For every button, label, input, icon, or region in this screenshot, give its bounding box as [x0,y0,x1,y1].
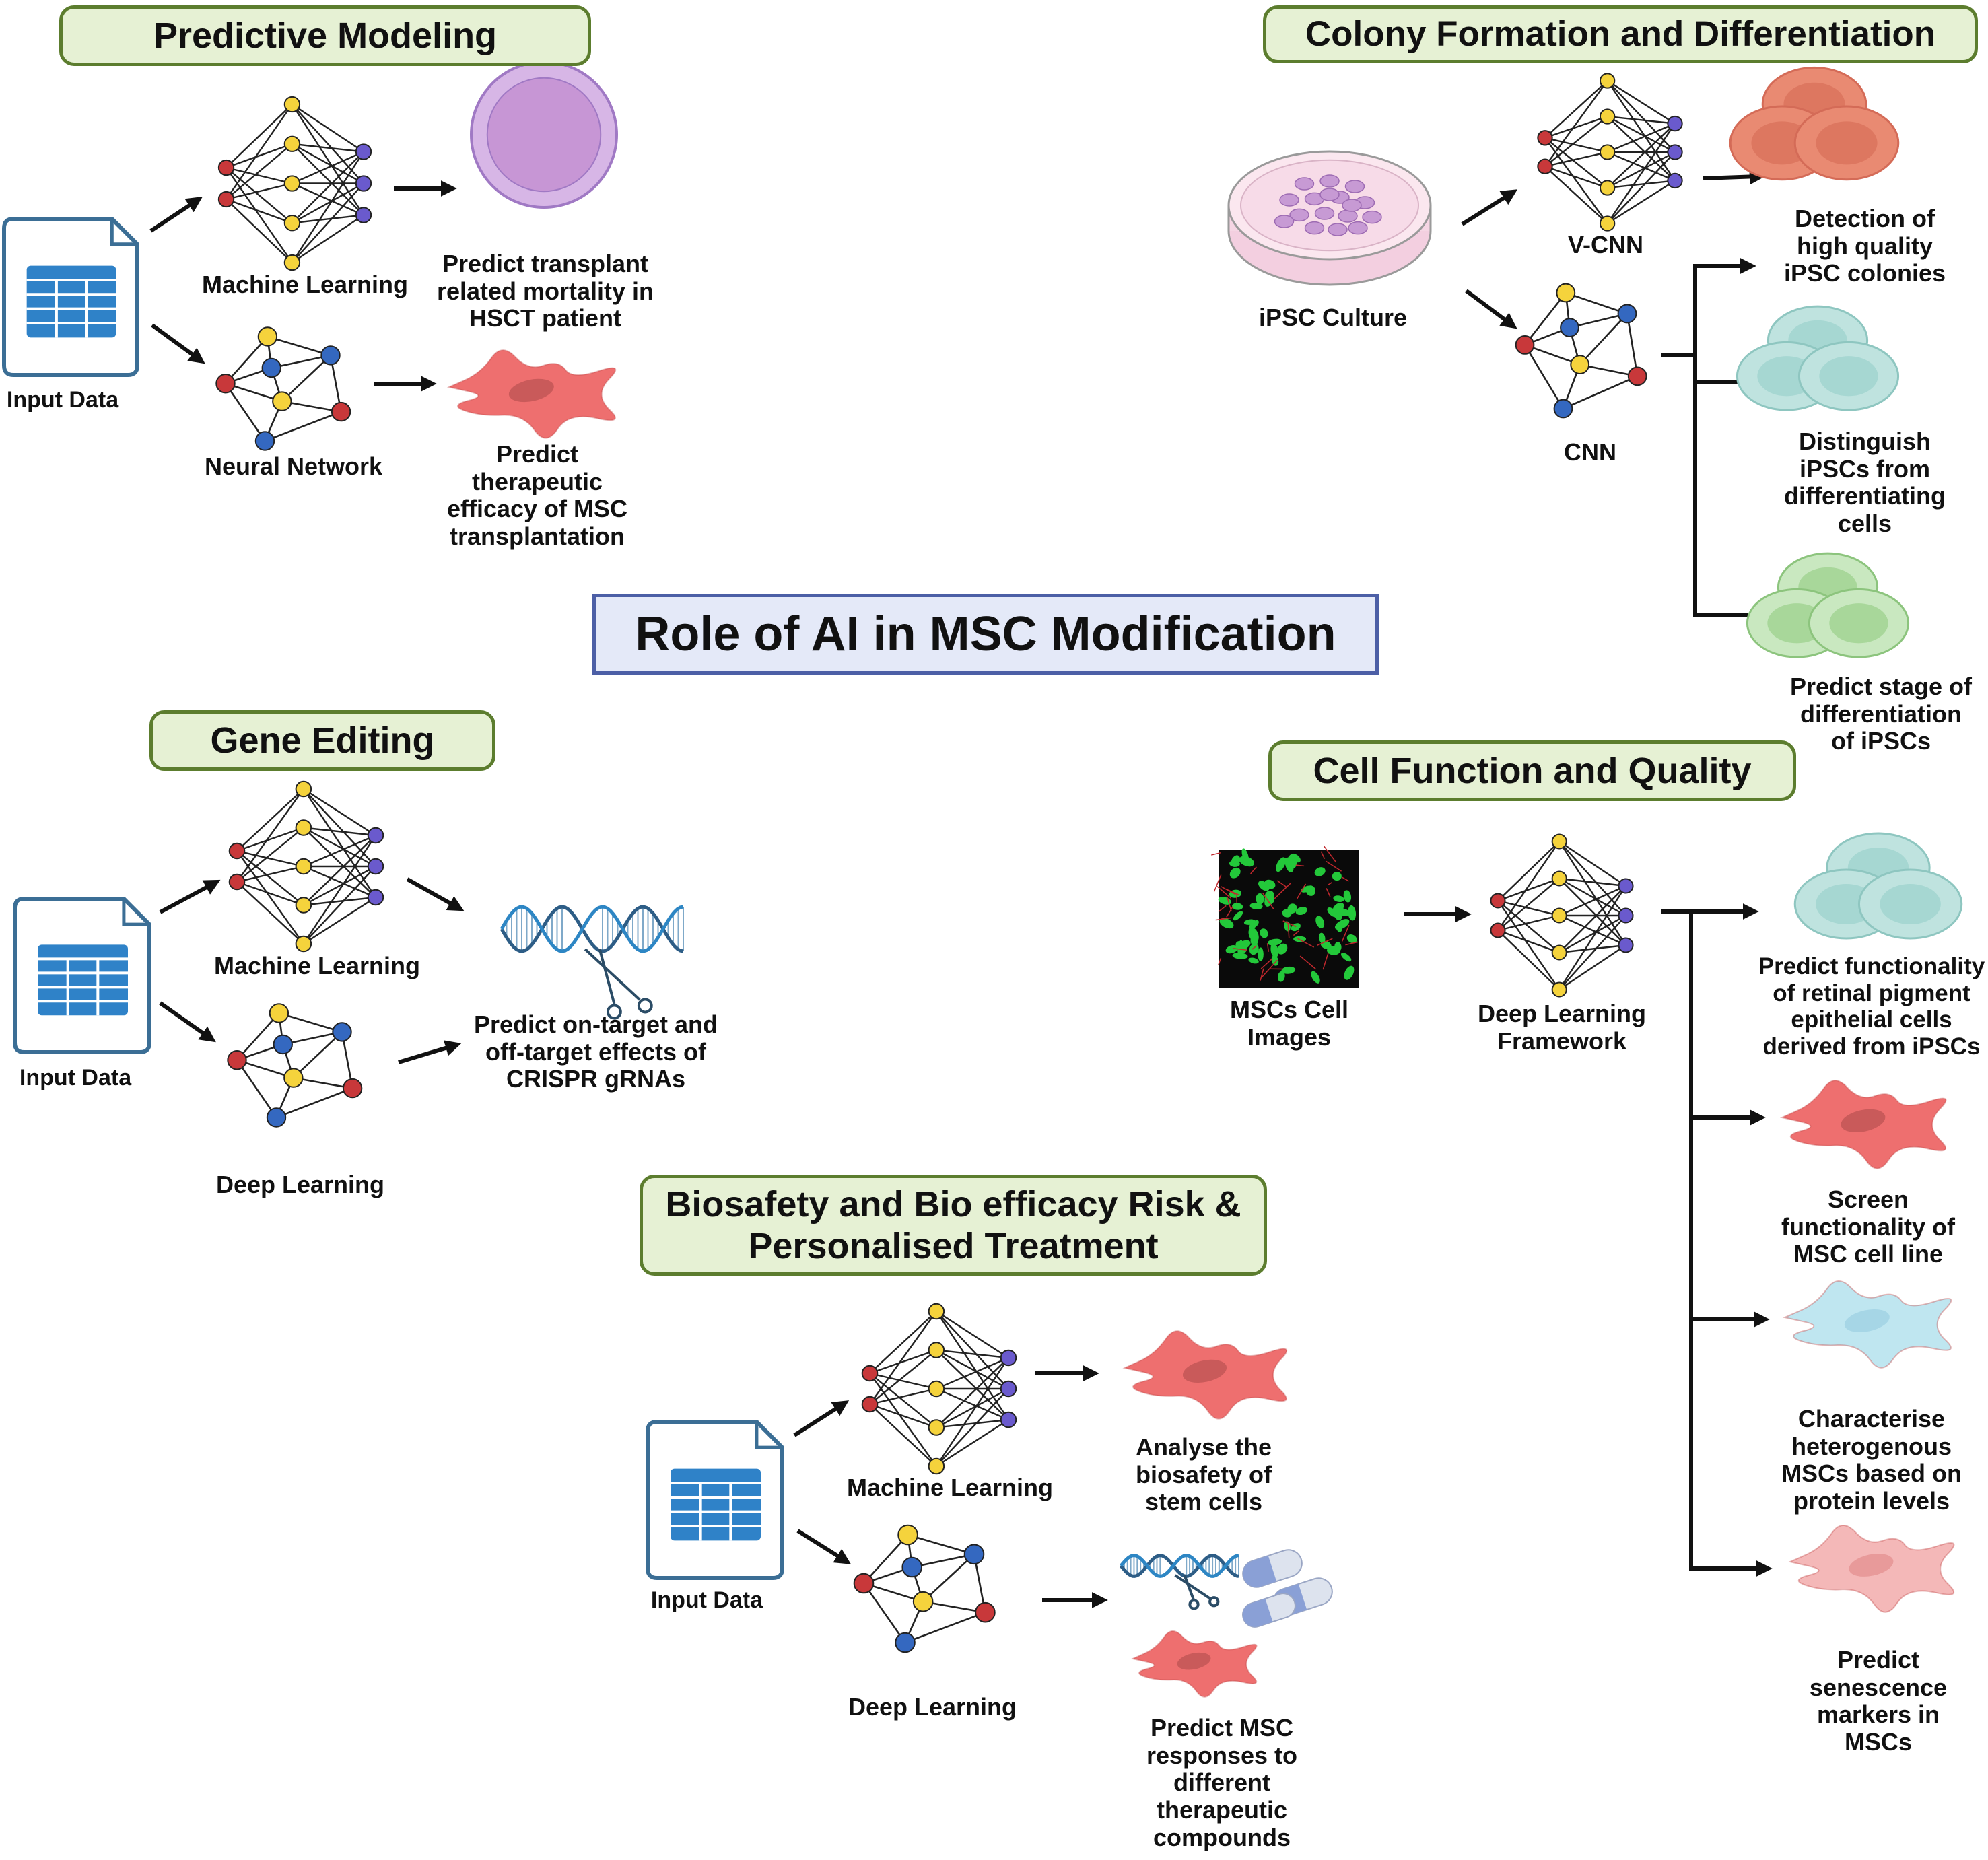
spreadsheet-document-icon [2,217,139,377]
spreadsheet-document-icon [13,897,151,1054]
arrow-icon [406,877,465,911]
dna-scissors-icon [500,905,684,1020]
colony-output-detection: Detection of high quality iPSC colonies [1783,205,1946,287]
arrow-icon [159,1001,216,1043]
neural-network-icon [217,96,372,271]
petri-dish-icon [1227,150,1432,286]
stem-cell-icon [1729,66,1900,181]
main-title: Role of AI in MSC Modification [592,594,1379,675]
msc-cell-icon [1130,1630,1258,1698]
biosafety-input-label: Input Data [650,1587,763,1613]
predictive-output-mortality: Predict transplant related mortality in … [436,250,654,333]
spreadsheet-document-icon [646,1420,784,1580]
gene-dl-label: Deep Learning [215,1171,385,1198]
capsule-icon [1242,1549,1303,1588]
neural-network-icon [861,1303,1017,1475]
cellfunc-output-senescence: Predict senescence markers in MSCs [1809,1646,1948,1756]
graph-network-icon [215,326,351,451]
dna-scissors-icon [1120,1554,1239,1610]
stem-cell-icon [1746,552,1910,658]
biosafety-output-analyse: Analyse the biosafety of stem cells [1135,1433,1272,1516]
arrow-icon [151,323,205,364]
cellfunc-output-screen: Screen functionality of MSC cell line [1781,1185,1955,1268]
cellfunc-output-characterise: Characterise heterogenous MSCs based on … [1781,1405,1962,1515]
stem-cell-icon [1793,832,1963,940]
section-title-gene-editing: Gene Editing [149,710,495,771]
colony-cnn-label: CNN [1564,438,1616,466]
colony-output-distinguish: Distinguish iPSCs from differentiating c… [1784,427,1946,538]
colony-output-stage: Predict stage of differentiation of iPSC… [1789,673,1973,755]
predictive-output-efficacy: Predict therapeutic efficacy of MSC tran… [446,440,628,551]
gene-input-label: Input Data [19,1065,132,1091]
section-title-cell-function: Cell Function and Quality [1268,740,1796,801]
predictive-nn-label: Neural Network [204,452,383,480]
section-title-predictive-modeling: Predictive Modeling [59,5,591,66]
stem-cell-icon [1736,305,1900,411]
stem-cell-icon [470,61,618,209]
section-title-biosafety: Biosafety and Bio efficacy Risk & Person… [640,1175,1267,1276]
gene-ml-label: Machine Learning [213,952,421,979]
arrow-icon [1465,289,1517,329]
section-title-colony-formation: Colony Formation and Differentiation [1263,5,1978,63]
microscopy-image-icon [1211,846,1359,988]
icon-layer [2,61,1963,1698]
biosafety-ml-label: Machine Learning [846,1474,1054,1501]
cellfunc-output-retinal: Predict functionality of retinal pigment… [1758,953,1985,1060]
arrow-icon [796,1529,852,1564]
msc-cell-icon [1787,1524,1955,1613]
biosafety-output-responses: Predict MSC responses to different thera… [1146,1714,1298,1851]
msc-cell-icon [1122,1330,1288,1420]
neural-network-icon [228,780,384,953]
gene-output-crispr: Predict on-target and off-target effects… [473,1010,718,1093]
arrow-icon [1703,168,1766,185]
arrow-icon [159,879,221,914]
predictive-input-label: Input Data [6,387,119,413]
graph-network-icon [227,1003,363,1128]
capsule-icon [1242,1593,1296,1628]
cellfunc-framework-label: Deep Learning Framework [1477,1000,1647,1055]
arrow-icon [398,1040,462,1064]
colony-culture-label: iPSC Culture [1258,304,1408,331]
predictive-ml-label: Machine Learning [201,271,409,298]
arrow-icon [1461,189,1518,226]
graph-network-icon [853,1524,996,1653]
colony-vcnn-label: V-CNN [1567,231,1643,259]
msc-cell-icon [1782,1280,1952,1369]
msc-cell-icon [1779,1080,1947,1169]
neural-network-icon [1537,73,1683,232]
connector-layer [149,168,1775,1608]
biosafety-dl-label: Deep Learning [848,1693,1017,1721]
arrow-icon [149,197,203,233]
msc-cell-icon [446,349,617,439]
neural-network-icon [1490,833,1634,998]
arrow-icon [793,1400,850,1437]
graph-network-icon [1515,283,1647,419]
cellfunc-images-label: MSCs Cell Images [1229,996,1349,1051]
